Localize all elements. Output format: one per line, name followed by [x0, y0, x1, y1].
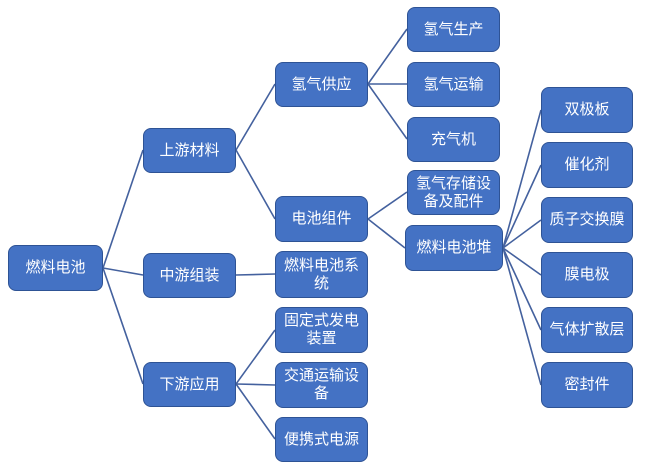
edge-components-stack	[367, 218, 406, 249]
edge-components-storage	[367, 191, 408, 220]
node-hydrogen-transport: 氢气运输	[407, 62, 500, 107]
node-hydrogen-supply: 氢气供应	[275, 62, 368, 107]
edge-downstream-stationary	[235, 329, 276, 385]
edge-stack-catalyst	[502, 164, 542, 249]
edge-stack-mea	[502, 247, 542, 276]
node-upstream-materials: 上游材料	[143, 128, 236, 173]
node-downstream-applications: 下游应用	[143, 362, 236, 407]
edge-root-midstream	[102, 267, 144, 276]
node-midstream-assembly: 中游组装	[143, 253, 236, 298]
node-membrane-electrode: 膜电极	[541, 252, 633, 298]
edge-stack-seals	[502, 247, 542, 386]
edge-stack-gdl	[502, 247, 542, 331]
node-portable-power: 便携式电源	[275, 417, 368, 462]
node-fuel-cell: 燃料电池	[8, 245, 103, 291]
node-transportation-equipment: 交通运输设备	[275, 362, 368, 408]
node-proton-exchange-membrane: 质子交换膜	[541, 197, 633, 243]
edge-downstream-transport-eq	[235, 383, 276, 386]
edge-upstream-hydrogen-supply	[235, 83, 276, 151]
node-bipolar-plate: 双极板	[541, 87, 633, 133]
node-gas-diffusion-layer: 气体扩散层	[541, 307, 633, 353]
edge-supply-production	[367, 28, 408, 85]
node-gas-filling-machine: 充气机	[407, 117, 500, 162]
edge-downstream-portable	[235, 383, 276, 440]
edge-midstream-system	[235, 273, 276, 276]
node-catalyst: 催化剂	[541, 142, 633, 188]
node-seals: 密封件	[541, 362, 633, 408]
node-hydrogen-storage-equipment: 氢气存储设备及配件	[407, 170, 500, 215]
node-fuel-cell-stack: 燃料电池堆	[405, 225, 503, 271]
edge-root-downstream	[102, 267, 144, 385]
edge-upstream-battery-components	[235, 149, 276, 220]
node-stationary-power-generation: 固定式发电装置	[275, 307, 368, 353]
edge-stack-pem	[502, 219, 542, 249]
node-fuel-cell-system: 燃料电池系统	[275, 251, 368, 298]
edge-supply-filling	[367, 83, 408, 140]
edge-stack-bipolar	[502, 109, 542, 249]
node-battery-components: 电池组件	[275, 196, 368, 242]
edge-root-upstream	[102, 149, 144, 269]
node-hydrogen-production: 氢气生产	[407, 7, 500, 52]
